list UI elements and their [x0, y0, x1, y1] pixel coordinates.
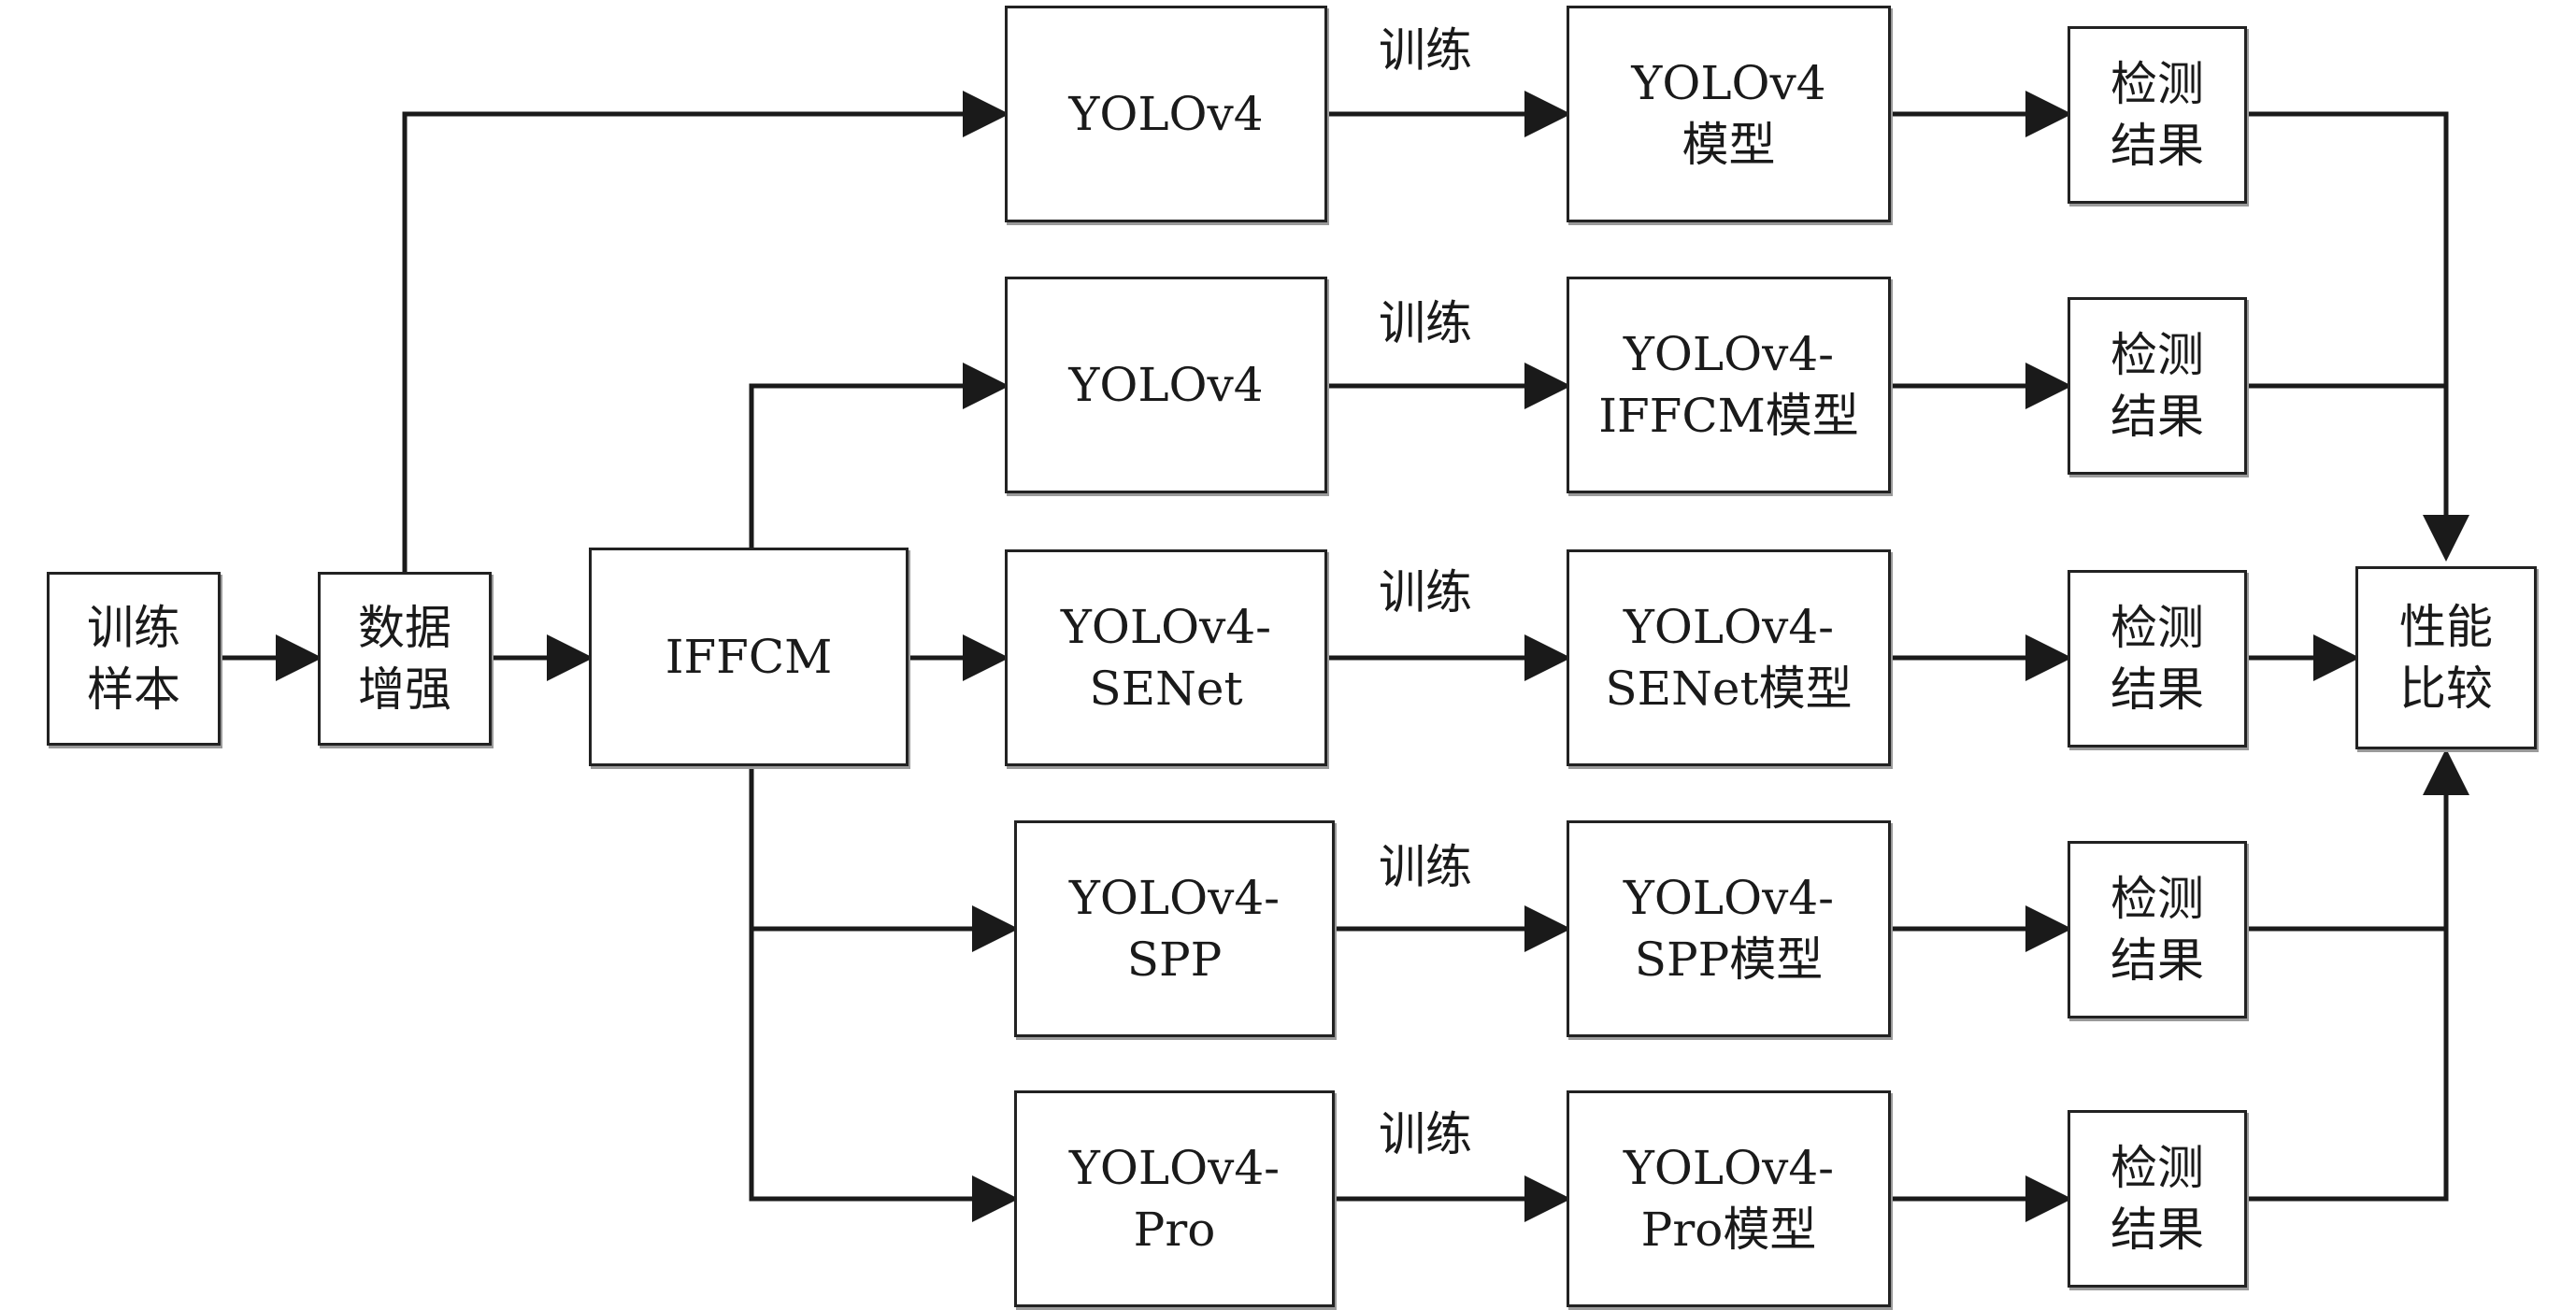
row1-model-node: YOLOv4 模型	[1567, 6, 1891, 222]
row5-detector-label: YOLOv4- Pro	[1068, 1141, 1281, 1257]
arrow-row5-result-to-comparison	[2247, 748, 2469, 1202]
row2-model-node: YOLOv4- IFFCM模型	[1567, 277, 1891, 493]
row1-model-label: YOLOv4 模型	[1631, 56, 1826, 172]
row1-result-node: 检测 结果	[2068, 26, 2247, 204]
row2-model-label: YOLOv4- IFFCM模型	[1598, 327, 1859, 443]
performance-comparison-node: 性能 比较	[2355, 566, 2537, 749]
row5-detector-node: YOLOv4- Pro	[1014, 1090, 1335, 1307]
row2-result-node: 检测 结果	[2068, 297, 2247, 475]
arrow-iffcm-to-row5-detector	[749, 766, 1019, 1222]
row4-result-label: 检测 结果	[2111, 872, 2204, 988]
row4-model-node: YOLOv4- SPP模型	[1567, 820, 1891, 1037]
row2-detector-node: YOLOv4	[1005, 277, 1327, 493]
row5-result-label: 检测 结果	[2111, 1141, 2204, 1257]
row4-detector-node: YOLOv4- SPP	[1014, 820, 1335, 1037]
row5-train-label: 训练	[1379, 1107, 1472, 1161]
iffcm-label: IFFCM	[665, 630, 833, 684]
row1-detector-label: YOLOv4	[1068, 87, 1264, 141]
row4-detector-label: YOLOv4- SPP	[1068, 871, 1281, 987]
row3-detector-label: YOLOv4- SENet	[1060, 600, 1272, 716]
row5-model-node: YOLOv4- Pro模型	[1567, 1090, 1891, 1307]
arrow-row1-result-to-comparison	[2247, 111, 2469, 562]
row5-result-node: 检测 结果	[2068, 1110, 2247, 1288]
row4-model-label: YOLOv4- SPP模型	[1623, 871, 1835, 987]
row3-result-label: 检测 结果	[2111, 601, 2204, 717]
row2-train-label: 训练	[1379, 296, 1472, 350]
train-samples-node: 训练 样本	[47, 572, 221, 746]
row5-model-label: YOLOv4- Pro模型	[1623, 1141, 1835, 1257]
row3-model-node: YOLOv4- SENet模型	[1567, 549, 1891, 766]
row4-result-node: 检测 结果	[2068, 841, 2247, 1018]
data-augmentation-label: 数据 增强	[358, 601, 451, 717]
data-augmentation-node: 数据 增强	[318, 572, 492, 746]
arrow-augmentation-to-row1-detector	[402, 91, 1009, 572]
performance-comparison-label: 性能 比较	[2399, 600, 2493, 716]
row1-detector-node: YOLOv4	[1005, 6, 1327, 222]
iffcm-node: IFFCM	[589, 548, 909, 766]
row4-train-label: 训练	[1379, 840, 1472, 894]
arrow-iffcm-to-row2-detector	[749, 363, 1009, 548]
row3-train-label: 训练	[1379, 565, 1472, 619]
row1-train-label: 训练	[1379, 23, 1472, 78]
train-samples-label: 训练 样本	[87, 601, 180, 717]
row2-result-label: 检测 结果	[2111, 328, 2204, 444]
row1-result-label: 检测 结果	[2111, 57, 2204, 173]
row2-detector-label: YOLOv4	[1068, 358, 1264, 412]
row3-result-node: 检测 结果	[2068, 570, 2247, 748]
row3-detector-node: YOLOv4- SENet	[1005, 549, 1327, 766]
row3-model-label: YOLOv4- SENet模型	[1605, 600, 1853, 716]
